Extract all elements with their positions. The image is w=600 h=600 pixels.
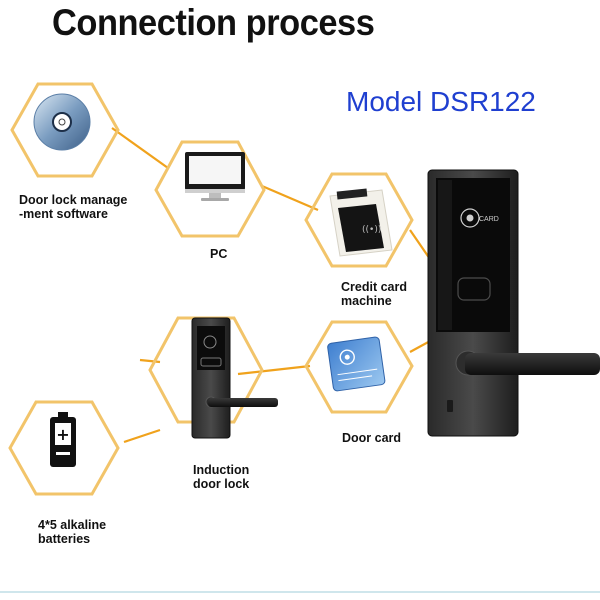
connector-lock-card (237, 364, 311, 376)
svg-text:+: + (56, 425, 69, 444)
card-reader-text: CARD (479, 216, 499, 223)
connector-lock-left (139, 358, 161, 364)
label-door-card: Door card (342, 431, 402, 445)
hexagon-frames (8, 82, 414, 496)
bottom-divider (0, 591, 600, 593)
door-lock-device: CARD (427, 169, 600, 437)
card-encoder-icon: ((•)) (329, 188, 393, 257)
label-batteries: 4*5 alkaline batteries (38, 518, 107, 546)
label-card-machine: Credit card machine (341, 280, 407, 308)
hexagon-lock (148, 316, 264, 424)
label-pc: PC (210, 247, 228, 261)
hexagon-card-machine (304, 172, 414, 268)
connector-batteries-lock (123, 428, 161, 444)
monitor-icon (185, 152, 245, 201)
label-software: Door lock manage -ment software (19, 193, 128, 221)
label-induction-lock: Induction door lock (193, 463, 250, 491)
svg-text:((•)): ((•)) (362, 225, 381, 235)
battery-icon: + (50, 412, 76, 467)
hexagon-software (10, 82, 120, 178)
hexagon-door-card (304, 320, 414, 414)
model-name: Model DSR122 (346, 86, 536, 117)
hexagon-pc (154, 140, 266, 238)
card-reader-logo: CARD (460, 208, 499, 228)
page-title: Connection process (52, 2, 375, 43)
connector-software-pc (111, 127, 169, 169)
cd-disc-icon (33, 93, 91, 151)
door-lock-icon (191, 317, 278, 439)
hexagon-batteries (8, 400, 120, 496)
rfid-card-icon (327, 336, 386, 392)
connector-pc-card-machine (261, 184, 319, 212)
